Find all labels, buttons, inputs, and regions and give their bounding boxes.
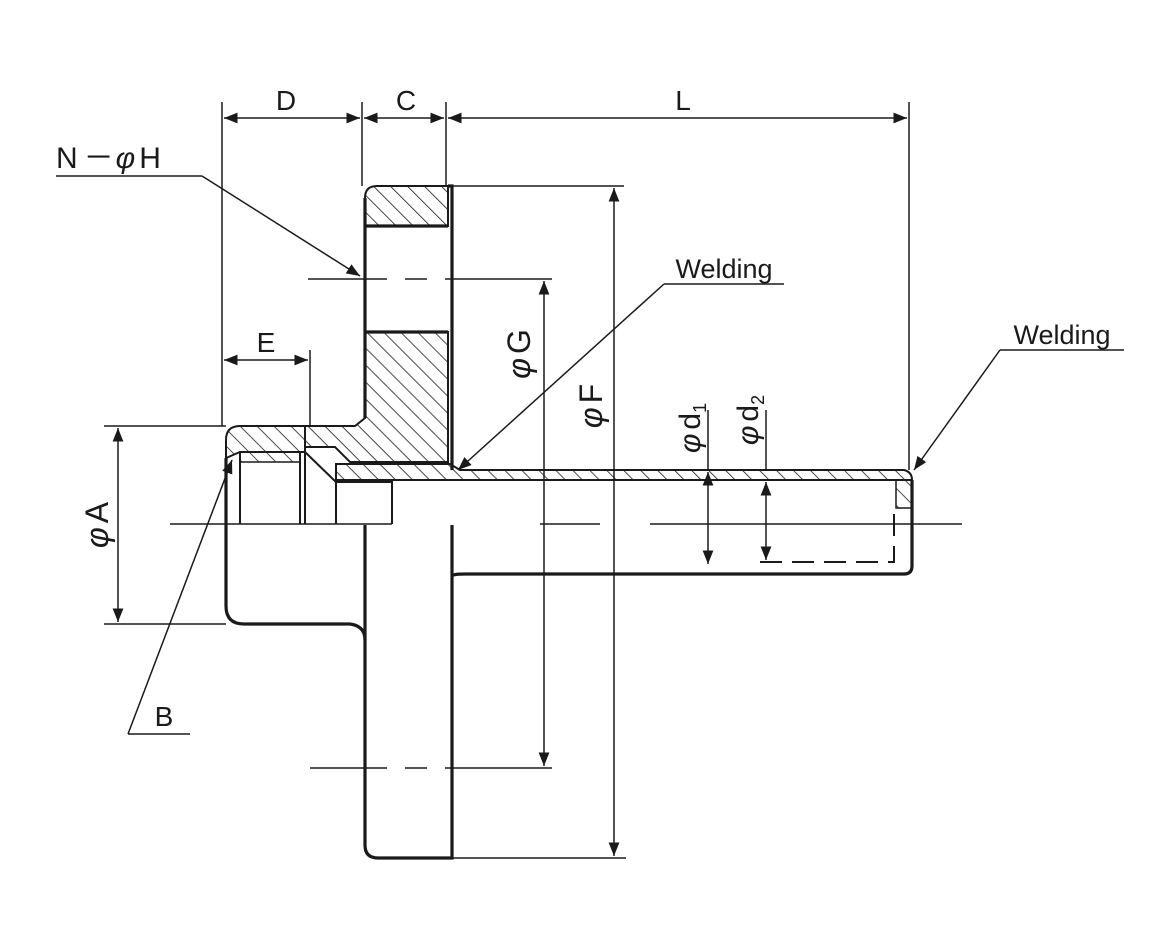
extension-lines — [104, 102, 910, 859]
hatched-sections — [225, 185, 914, 509]
center-lines — [170, 278, 962, 769]
pipe-wall-section — [335, 463, 914, 481]
leader-lines — [56, 175, 1124, 735]
label-phi-d2: φd2 — [732, 395, 768, 445]
svg-text:φA: φA — [79, 501, 115, 548]
svg-text:φd2: φd2 — [732, 395, 768, 445]
pipe-end-section — [895, 479, 913, 509]
label-B: B — [155, 701, 174, 732]
svg-text:φd1: φd1 — [674, 403, 710, 453]
dimension-lines — [112, 112, 907, 856]
svg-text:φF: φF — [573, 384, 609, 428]
label-phi-d1: φd1 — [674, 403, 710, 453]
label-phi-A: φA — [79, 501, 115, 548]
label-welding-right: Welding — [1013, 320, 1110, 350]
svg-text:φG: φG — [501, 329, 537, 379]
flange-top-section — [364, 185, 449, 227]
label-E: E — [257, 327, 276, 358]
socket-insert — [239, 451, 301, 463]
outlines — [224, 184, 914, 860]
label-welding-center: Welding — [675, 254, 772, 284]
label-phi-G: φG — [501, 329, 537, 379]
label-C: C — [396, 85, 416, 116]
flange-hub-section — [304, 331, 449, 463]
label-D: D — [276, 85, 296, 116]
label-phi-F: φF — [573, 384, 609, 428]
label-L: L — [675, 85, 691, 116]
